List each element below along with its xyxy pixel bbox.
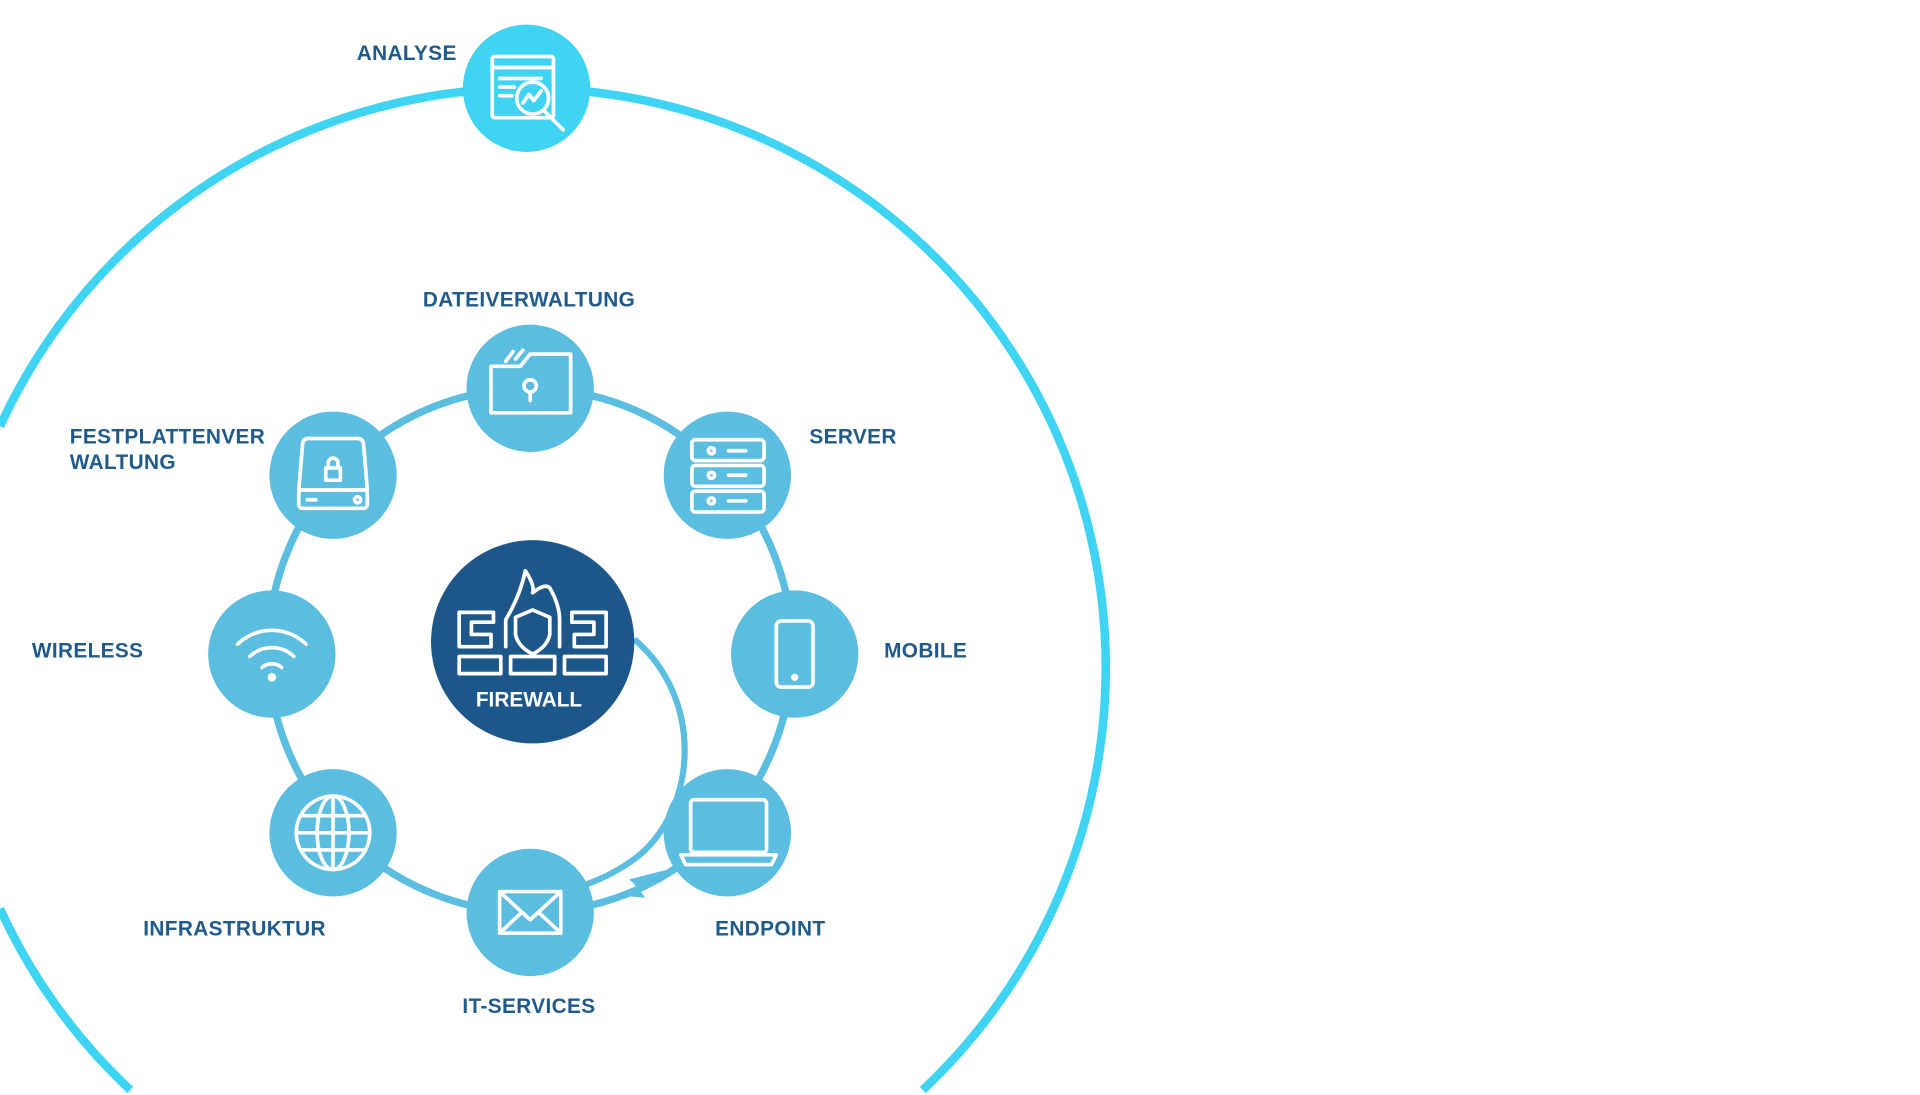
- node-infrastruktur[interactable]: [269, 769, 397, 897]
- locked-folder-icon: [489, 348, 573, 415]
- server-icon: [690, 437, 766, 514]
- label-dateiverwaltung: DATEIVERWALTUNG: [423, 288, 635, 311]
- label-mobile: MOBILE: [884, 640, 967, 663]
- label-festplattenverwaltung-2: WALTUNG: [70, 451, 176, 474]
- analytics-magnifier-icon: [490, 54, 566, 132]
- node-analyse[interactable]: [462, 24, 591, 152]
- label-infrastruktur: INFRASTRUKTUR: [143, 918, 326, 941]
- node-wireless[interactable]: [208, 590, 336, 718]
- wifi-icon: [235, 628, 308, 682]
- cycle-arrow: [574, 636, 688, 891]
- smartphone-icon: [774, 619, 815, 689]
- node-it-services[interactable]: [466, 848, 594, 977]
- node-firewall[interactable]: FIREWALL: [431, 540, 635, 744]
- node-server[interactable]: [663, 411, 792, 539]
- firewall-shield-icon: [457, 568, 608, 676]
- node-dateiverwaltung[interactable]: [466, 324, 594, 452]
- locked-drive-icon: [296, 436, 370, 511]
- envelope-icon: [497, 889, 563, 936]
- outer-ring-lower-left: [0, 906, 134, 1094]
- node-endpoint[interactable]: [663, 769, 792, 897]
- label-it-services: IT-SERVICES: [462, 995, 595, 1018]
- outer-ring: [0, 84, 1110, 1094]
- arrow-head-icon: [629, 867, 678, 898]
- label-wireless: WIRELESS: [32, 640, 144, 663]
- label-server: SERVER: [809, 425, 896, 448]
- label-festplattenverwaltung-1: FESTPLATTENVER: [70, 425, 265, 448]
- node-mobile[interactable]: [731, 590, 859, 718]
- globe-icon: [294, 794, 372, 872]
- node-festplattenverwaltung[interactable]: [269, 411, 397, 539]
- label-firewall: FIREWALL: [476, 689, 583, 712]
- label-analyse: ANALYSE: [357, 42, 457, 65]
- laptop-icon: [678, 797, 779, 867]
- label-endpoint: ENDPOINT: [715, 918, 825, 941]
